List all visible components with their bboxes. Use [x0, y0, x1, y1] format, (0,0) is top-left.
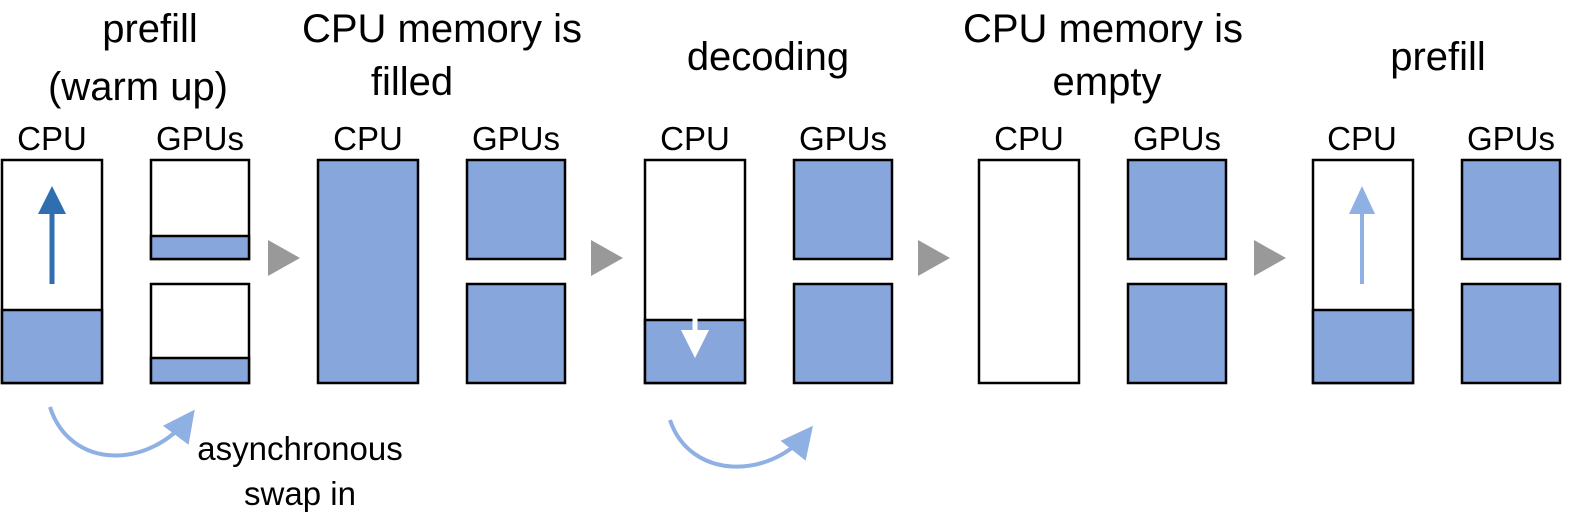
gpu-memory-top: [792, 158, 894, 261]
cpu-label: CPU: [1327, 120, 1397, 157]
gpu-memory-bottom: [792, 282, 894, 385]
stage-prefill: prefill CPU GPUs: [1311, 35, 1562, 385]
swap-note-line: asynchronous: [197, 430, 402, 467]
gpu-memory-bottom: [149, 282, 251, 385]
fill-up-arrow-icon: [1349, 186, 1375, 284]
stage-title-line: empty: [1053, 60, 1162, 104]
swap-note-line: swap in: [244, 475, 356, 512]
cpu-memory-fill: [1311, 308, 1415, 385]
stage-decoding: decoding CPU GPUs: [643, 35, 894, 469]
cpu-memory: [977, 158, 1081, 385]
stage-cpu-empty: CPU memory is empty CPU GPUs: [963, 7, 1243, 385]
stage-title-line: CPU memory is: [302, 7, 582, 51]
gpu-label: GPUs: [156, 120, 244, 157]
stage-title-line: decoding: [687, 35, 849, 79]
gpu-label: GPUs: [1467, 120, 1555, 157]
gpu-label: GPUs: [799, 120, 887, 157]
swap-in-arrow-icon: [48, 406, 195, 458]
gpu-memory-top: [149, 158, 251, 261]
gpu-label: GPUs: [472, 120, 560, 157]
gpu-memory-top: [1460, 158, 1562, 261]
gpu-memory-fill: [149, 234, 251, 261]
cpu-label: CPU: [994, 120, 1064, 157]
gpu-memory-bottom: [1460, 282, 1562, 385]
gpu-memory-fill: [149, 356, 251, 385]
stage-title-line: prefill: [102, 7, 198, 51]
transition-arrow-icon: [268, 240, 300, 276]
stage-title-line: CPU memory is: [963, 7, 1243, 51]
transition-arrow-icon: [591, 240, 623, 276]
stage-title-line: filled: [371, 60, 453, 104]
gpu-memory-top: [465, 158, 567, 261]
transition-arrow-icon: [918, 240, 950, 276]
cpu-memory: [316, 158, 420, 385]
gpu-memory-bottom: [465, 282, 567, 385]
gpu-memory-bottom: [1126, 282, 1228, 385]
cpu-label: CPU: [333, 120, 403, 157]
gpu-memory-top: [1126, 158, 1228, 261]
cpu-memory: [643, 158, 747, 385]
transition-arrow-icon: [1254, 240, 1286, 276]
stage-title-line: prefill: [1390, 35, 1486, 79]
cpu-memory: [1311, 158, 1415, 385]
swap-in-arrow-icon: [668, 419, 813, 469]
gpu-label: GPUs: [1133, 120, 1221, 157]
stage-title-line: (warm up): [48, 65, 228, 109]
stage-prefill-warmup: prefill (warm up) CPU GPUs asynchronous …: [0, 7, 403, 512]
cpu-memory-fill: [0, 308, 104, 385]
cpu-label: CPU: [17, 120, 87, 157]
fill-up-arrow-icon: [38, 186, 66, 284]
cpu-memory: [0, 158, 104, 385]
cpu-label: CPU: [660, 120, 730, 157]
drain-down-arrow-icon: [681, 258, 709, 358]
stage-cpu-filled: CPU memory is filled CPU GPUs: [302, 7, 582, 385]
